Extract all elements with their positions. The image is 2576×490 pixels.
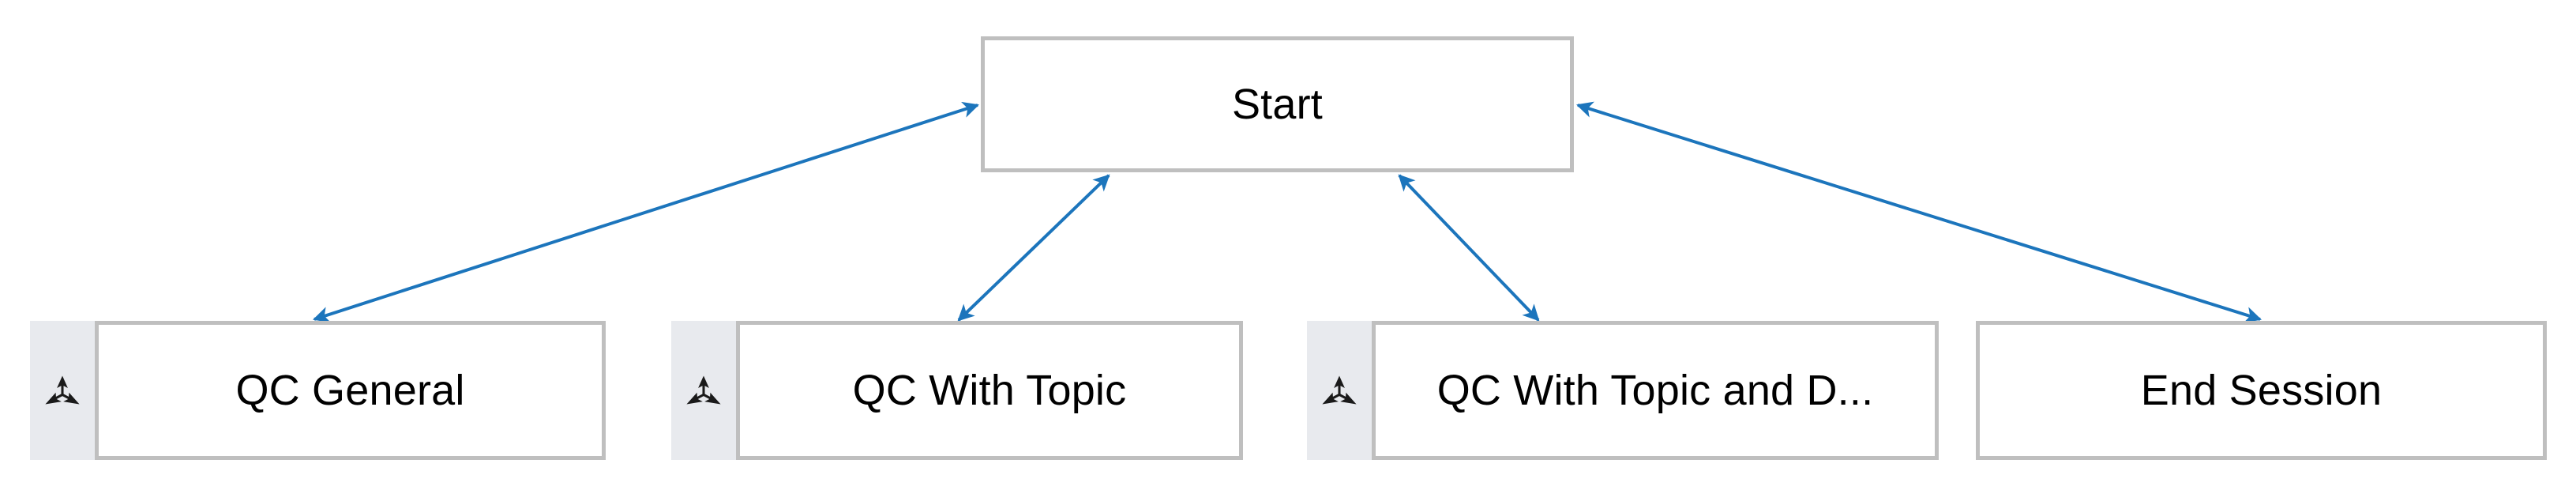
node-label: QC With Topic bbox=[852, 367, 1127, 414]
node-body: Start bbox=[981, 36, 1574, 172]
node-label: QC General bbox=[235, 367, 465, 414]
edge-start-end-session[interactable] bbox=[1576, 101, 2262, 323]
node-icon-panel bbox=[671, 321, 736, 460]
node-body: End Session bbox=[1976, 321, 2547, 460]
node-body: QC With Topic and D... bbox=[1372, 321, 1939, 460]
node-icon-panel bbox=[30, 321, 95, 460]
node-qc-general[interactable]: QC General bbox=[30, 321, 606, 460]
node-start[interactable]: Start bbox=[981, 36, 1574, 172]
node-icon-panel bbox=[1307, 321, 1372, 460]
node-label: Start bbox=[1231, 81, 1324, 128]
node-end-session[interactable]: End Session bbox=[1976, 321, 2547, 460]
branch-arrows-icon bbox=[682, 369, 725, 412]
node-label: End Session bbox=[2140, 367, 2383, 414]
branch-arrows-icon bbox=[41, 369, 84, 412]
node-body: QC With Topic bbox=[736, 321, 1243, 460]
node-label: QC With Topic and D... bbox=[1436, 367, 1874, 414]
branch-arrows-icon bbox=[1318, 369, 1361, 412]
edge-start-qc-with-topic-and-d[interactable] bbox=[1398, 174, 1540, 322]
node-body: QC General bbox=[95, 321, 606, 460]
node-qc-with-topic[interactable]: QC With Topic bbox=[671, 321, 1243, 460]
node-qc-with-topic-and-d[interactable]: QC With Topic and D... bbox=[1307, 321, 1939, 460]
edge-start-qc-with-topic[interactable] bbox=[957, 174, 1110, 322]
edge-start-qc-general[interactable] bbox=[313, 101, 979, 323]
